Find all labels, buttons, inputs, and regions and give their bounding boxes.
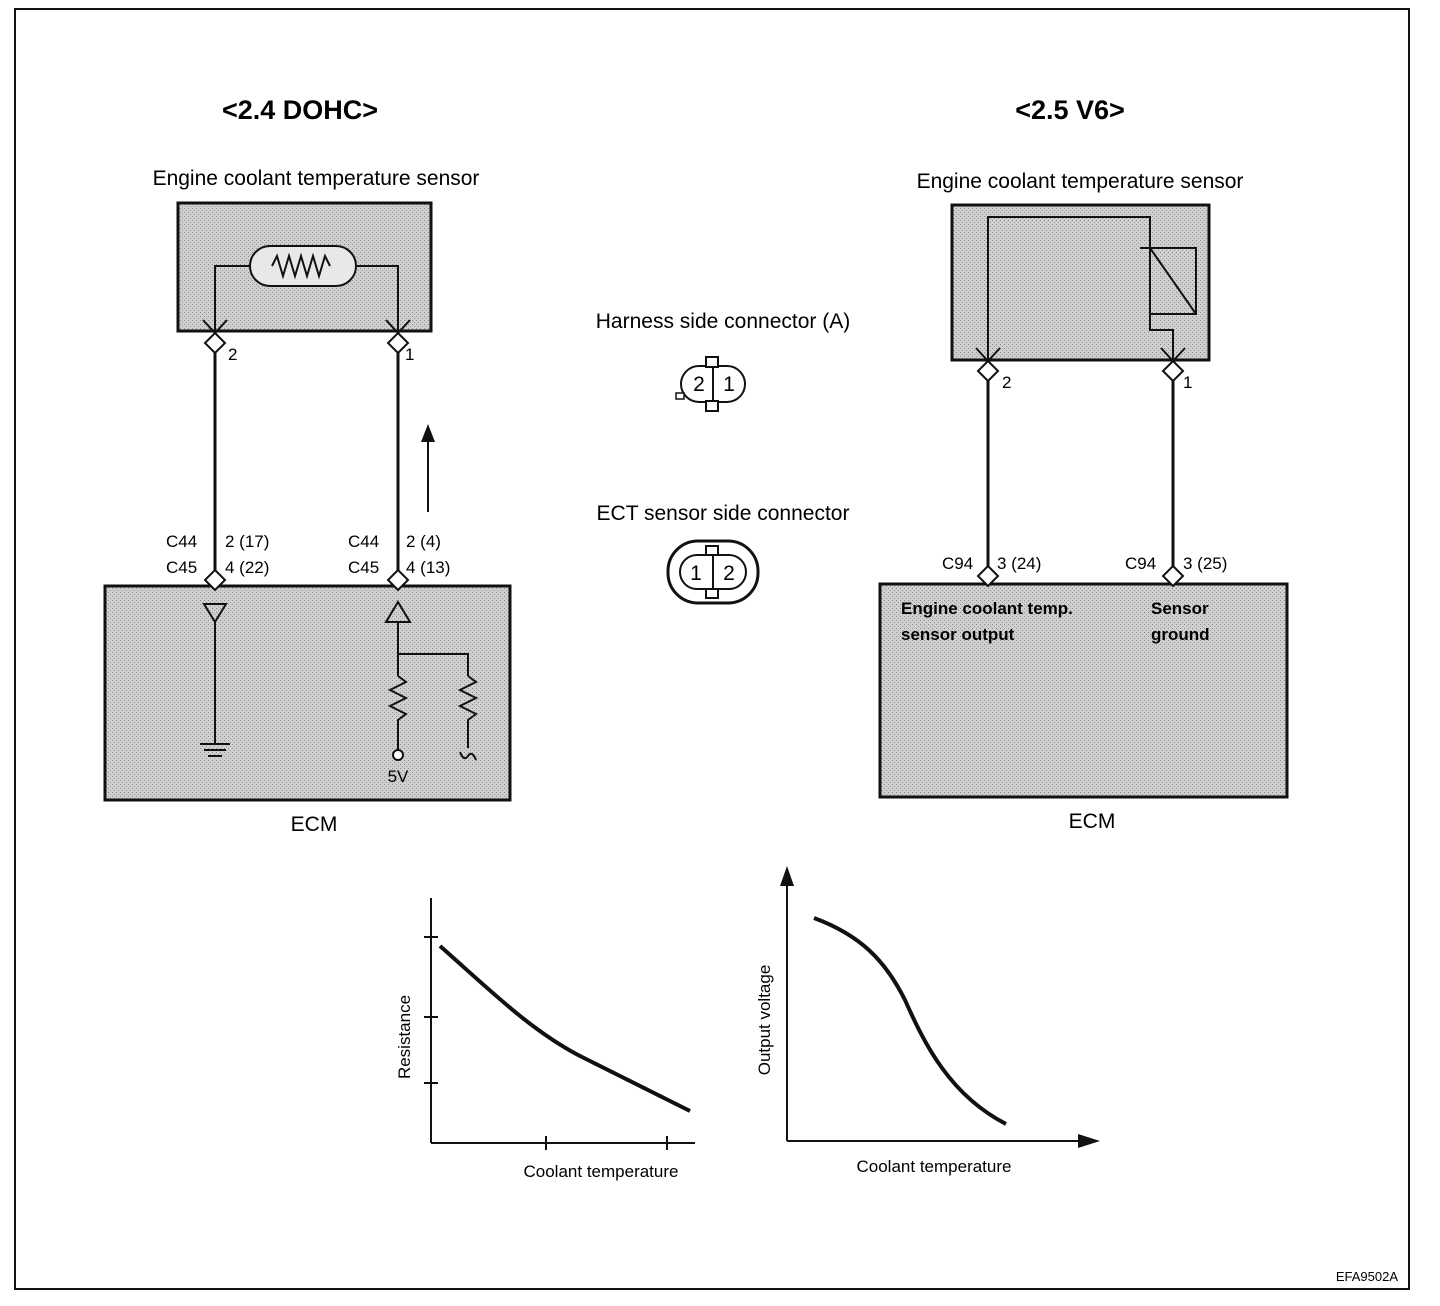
figure-code: EFA9502A (1336, 1269, 1398, 1284)
ect-pin-2: 2 (723, 562, 735, 585)
left-pin-number-2: 2 (228, 345, 237, 364)
left-sensor-wire-1 (356, 265, 399, 332)
voltage-graph-y-arrow-icon (780, 866, 794, 886)
left-thermistor-zigzag (271, 252, 331, 280)
left-ecm-branch-wire (398, 653, 469, 676)
right-sensor-label: Engine coolant temperature sensor (917, 170, 1244, 193)
right-conn-c94-b-pin: 3 (25) (1183, 554, 1227, 573)
left-conn-c45-a: C45 (166, 558, 197, 577)
right-thermistor-icon (1140, 247, 1197, 315)
ect-pin-1: 1 (690, 562, 702, 585)
ground-symbol-icon (200, 743, 230, 757)
right-ecm-output-label-1: Engine coolant temp. (901, 599, 1073, 618)
ect-connector-label: ECT sensor side connector (597, 502, 850, 525)
right-ecm-output-label-2: sensor output (901, 625, 1015, 644)
resistance-curve (438, 944, 691, 1113)
left-sensor-wire-2 (214, 265, 250, 332)
resistance-graph-ylabel: Resistance (395, 995, 414, 1079)
left-ecm-pin-diamond-a (203, 568, 227, 592)
right-pin-number-1: 1 (1183, 373, 1192, 392)
right-ecm-label: ECM (1069, 810, 1116, 833)
harness-pin-1: 1 (723, 373, 735, 396)
right-sensor-internal-wire-2 (987, 216, 1151, 360)
left-ecm-pin-diamond-b (386, 568, 410, 592)
voltage-graph (780, 866, 1100, 1148)
harness-connector-icon (675, 356, 746, 412)
right-pin-diamond-2 (976, 359, 1000, 383)
right-conn-c94-a: C94 (942, 554, 973, 573)
left-conn-c44-a: C44 (166, 532, 197, 551)
right-pin-diamond-1 (1161, 359, 1185, 383)
left-conn-c44-a-pin: 2 (17) (225, 532, 269, 551)
right-conn-c94-b: C94 (1125, 554, 1156, 573)
left-ecm-label: ECM (291, 813, 338, 836)
harness-connector-label: Harness side connector (A) (596, 310, 850, 333)
voltage-graph-x-arrow-icon (1078, 1134, 1100, 1148)
right-ecm-pin-diamond-b (1161, 564, 1185, 588)
right-sensor-box (950, 203, 1211, 362)
voltage-graph-ylabel: Output voltage (755, 965, 774, 1076)
current-arrow-head-icon (421, 424, 435, 442)
left-conn-c44-b: C44 (348, 532, 379, 551)
right-ecm-pin-diamond-a (976, 564, 1000, 588)
left-ecm-5v-label: 5V (388, 767, 409, 786)
right-ecm-ground-label-2: ground (1151, 625, 1210, 644)
left-ecm-second-resistor-icon (457, 675, 479, 748)
left-ecm-pullup-resistor-icon (387, 675, 409, 750)
right-ecm-ground-label-1: Sensor (1151, 599, 1209, 618)
left-ecm-box (103, 584, 512, 802)
left-conn-c45-b: C45 (348, 558, 379, 577)
left-conn-c44-b-pin: 2 (4) (406, 532, 441, 551)
resistance-graph (424, 898, 695, 1150)
right-ecm-box (878, 582, 1289, 799)
left-ecm-tilde-terminal-icon (459, 751, 477, 761)
figure-frame (14, 8, 1410, 1290)
left-ecm-input-down-icon (202, 603, 228, 624)
voltage-curve (813, 916, 1007, 1126)
left-pin-number-1: 1 (405, 345, 414, 364)
harness-pin-2: 2 (693, 373, 705, 396)
left-ecm-5v-terminal-icon (392, 749, 404, 761)
ect-sensor-connector-icon (666, 539, 760, 605)
voltage-graph-xlabel: Coolant temperature (857, 1157, 1012, 1176)
left-sensor-label: Engine coolant temperature sensor (153, 167, 480, 190)
left-conn-c45-b-pin: 4 (13) (406, 558, 450, 577)
right-pin-number-2: 2 (1002, 373, 1011, 392)
left-title: <2.4 DOHC> (222, 95, 378, 125)
right-sensor-internal-wire-1 (1149, 314, 1174, 360)
right-title: <2.5 V6> (1015, 95, 1125, 125)
resistance-graph-xlabel: Coolant temperature (524, 1162, 679, 1181)
left-pin-diamond-2 (203, 331, 227, 355)
left-conn-c45-a-pin: 4 (22) (225, 558, 269, 577)
right-conn-c94-a-pin: 3 (24) (997, 554, 1041, 573)
